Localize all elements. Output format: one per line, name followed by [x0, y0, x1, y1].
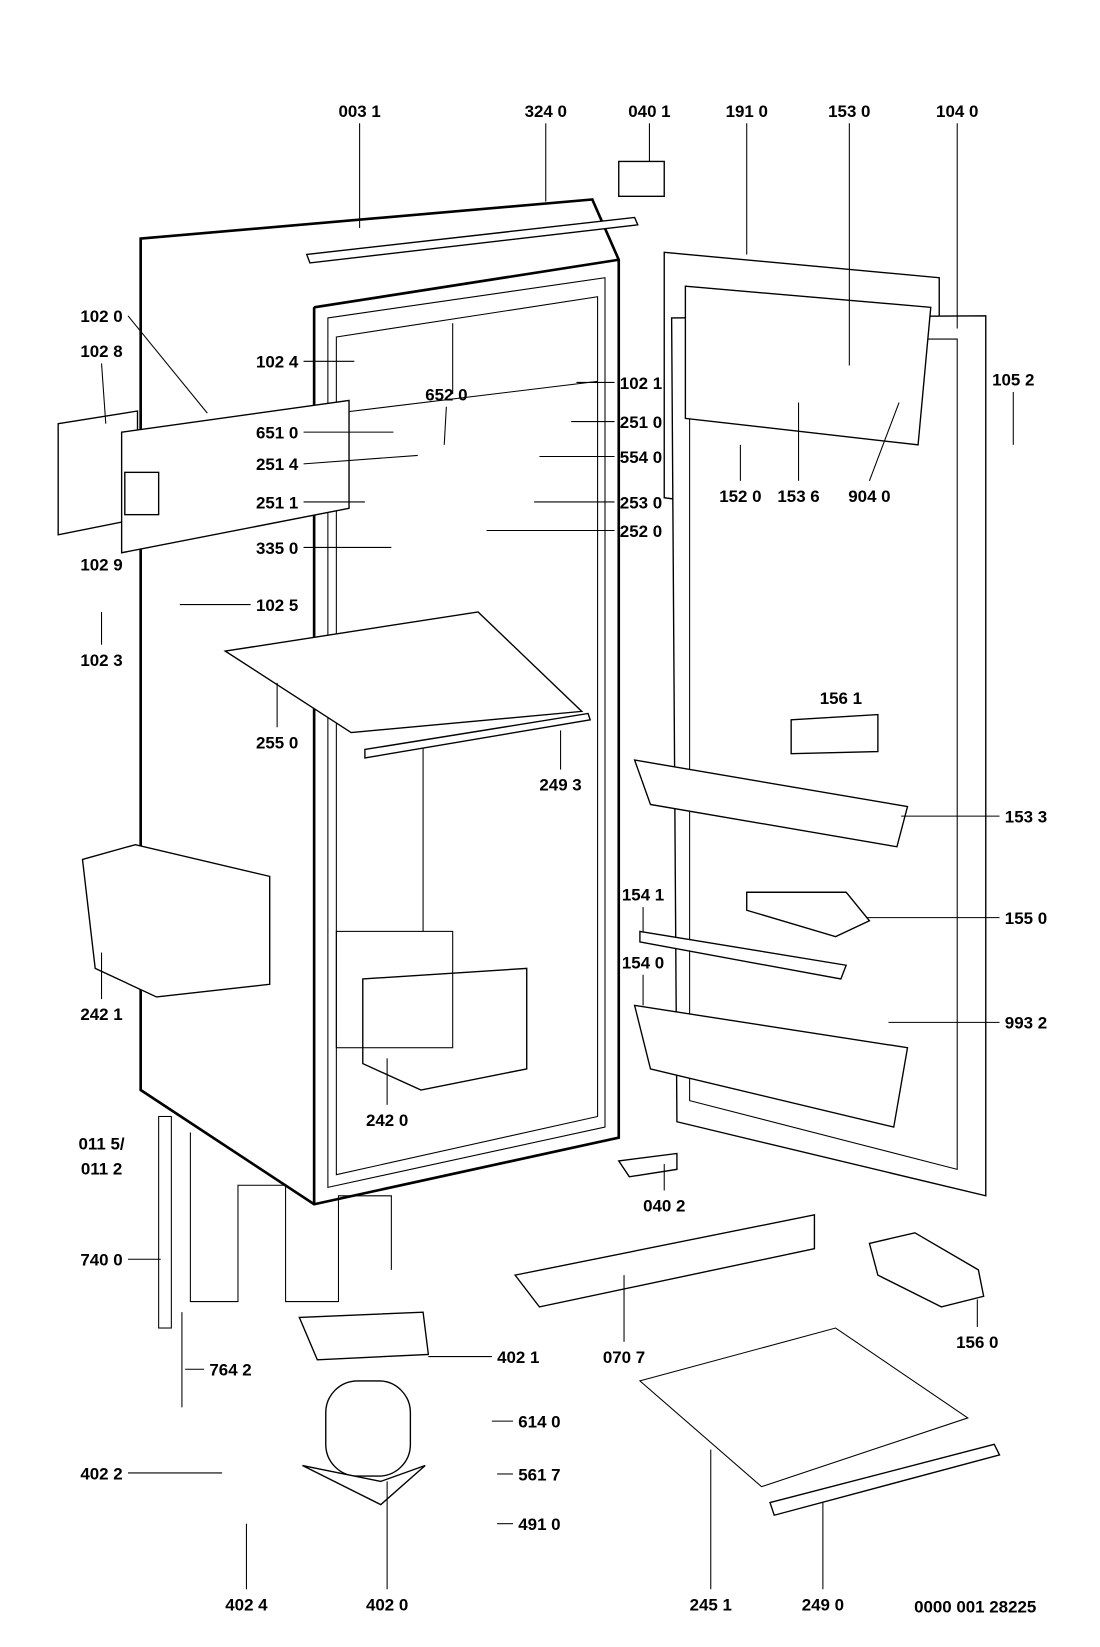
part-number-label: 242 1 — [80, 1005, 122, 1024]
part-number-label: 154 1 — [622, 886, 664, 905]
part-number-label: 156 0 — [956, 1333, 998, 1352]
part-number-label: 153 3 — [1005, 807, 1047, 826]
part-number-label: 253 0 — [620, 493, 662, 512]
part-number-label: 252 0 — [620, 522, 662, 541]
part-number-label: 153 6 — [777, 487, 819, 506]
part-number-label: 102 4 — [256, 353, 299, 372]
part-number-label: 402 1 — [497, 1348, 539, 1367]
part-number-label: 102 3 — [80, 651, 122, 670]
part-number-label: 102 1 — [620, 374, 662, 393]
part-number-label: 011 2 — [81, 1160, 122, 1179]
leader-line — [101, 363, 107, 424]
part-number-label: 152 0 — [719, 487, 761, 506]
part-number-label: 245 1 — [690, 1595, 732, 1614]
part-number-label: 335 0 — [256, 539, 298, 558]
part-number-label: 402 0 — [366, 1595, 408, 1614]
wire-shelf-and-parts — [305, 160, 1001, 1517]
leader-line — [303, 454, 418, 465]
leader-line — [127, 315, 208, 414]
part-number-label: 154 0 — [622, 953, 664, 972]
part-number-label: 105 2 — [992, 371, 1034, 390]
part-number-label: 251 1 — [256, 493, 298, 512]
part-number-label: 242 0 — [366, 1111, 408, 1130]
part-number-label: 102 9 — [80, 556, 122, 575]
evaporator-compressor — [158, 1115, 430, 1506]
part-number-label: 156 1 — [820, 689, 862, 708]
part-number-label: 251 0 — [620, 413, 662, 432]
part-number-label: 191 0 — [726, 102, 768, 121]
part-number-label: 561 7 — [518, 1465, 560, 1484]
part-number-label: 102 5 — [256, 596, 298, 615]
part-number-label: 249 0 — [802, 1595, 844, 1614]
part-number-label: 402 2 — [80, 1464, 122, 1483]
part-number-label: 104 0 — [936, 102, 978, 121]
part-number-label: 764 2 — [209, 1361, 251, 1380]
part-number-label: 249 3 — [539, 776, 581, 795]
leader-line — [868, 402, 900, 481]
freezer-door-assembly — [57, 399, 350, 554]
crisper-drawers — [81, 843, 528, 1091]
part-number-label: 251 4 — [256, 455, 299, 474]
part-number-label: 993 2 — [1005, 1014, 1047, 1033]
part-number-label: 003 1 — [338, 102, 380, 121]
part-number-label: 070 7 — [603, 1348, 645, 1367]
part-number-label: 153 0 — [828, 102, 870, 121]
glass-shelf — [223, 611, 592, 759]
fridge-door — [633, 251, 987, 1197]
part-number-label: 155 0 — [1005, 909, 1047, 928]
part-number-label: 040 2 — [643, 1197, 685, 1216]
part-number-label: 102 8 — [80, 342, 122, 361]
part-number-label: 491 0 — [518, 1515, 560, 1534]
part-number-label: 011 5/ — [78, 1134, 124, 1153]
part-number-label: 652 0 — [425, 385, 467, 404]
part-number-label: 324 0 — [525, 102, 567, 121]
part-number-label: 740 0 — [80, 1251, 122, 1270]
part-number-label: 904 0 — [848, 487, 890, 506]
part-number-label: 402 4 — [225, 1595, 268, 1614]
part-number-label: 102 0 — [80, 307, 122, 326]
leader-line — [443, 406, 447, 445]
part-number-label: 554 0 — [620, 448, 662, 467]
drawing-number: 0000 001 28225 — [914, 1598, 1036, 1617]
part-number-label: 651 0 — [256, 424, 298, 443]
part-number-label: 255 0 — [256, 733, 298, 752]
part-number-label: 040 1 — [628, 102, 670, 121]
part-number-label: 614 0 — [518, 1412, 560, 1431]
